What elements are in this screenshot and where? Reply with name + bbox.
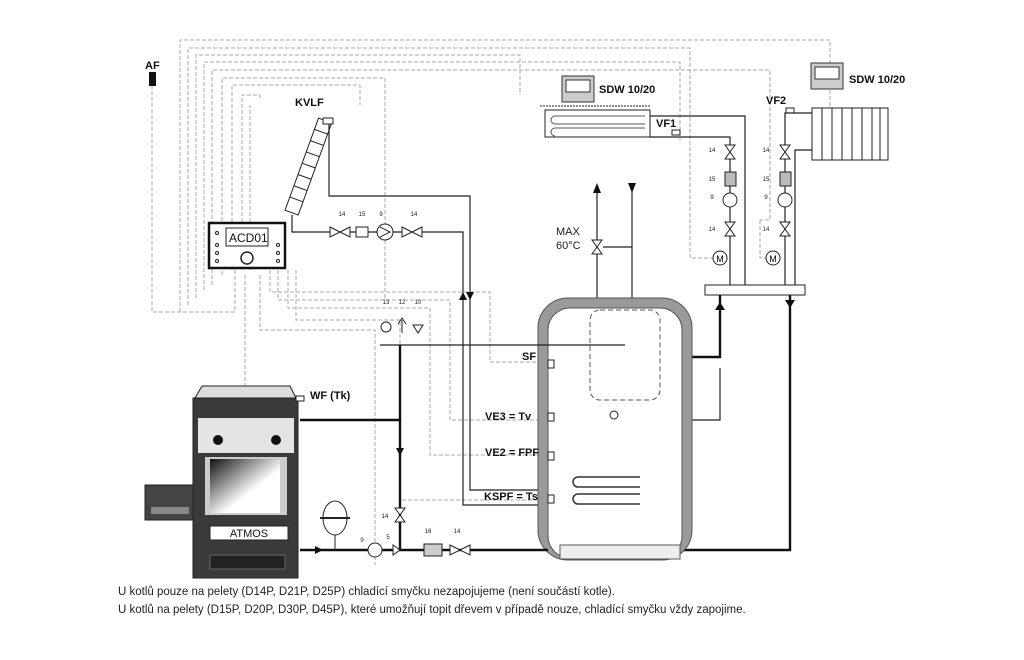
svg-text:M: M	[716, 254, 724, 264]
vf2-sensor-icon	[785, 107, 795, 114]
component-number: 14	[763, 227, 770, 233]
component-number: 15	[709, 177, 716, 183]
flow-arrow-icon	[715, 302, 725, 310]
boiler-pump-icon	[367, 542, 383, 558]
storage-tank	[537, 297, 693, 561]
three-way-valve-icon	[392, 544, 401, 556]
vf1-sensor-icon	[671, 129, 681, 136]
radiator-icon	[811, 107, 889, 161]
outdoor-sensor-icon	[149, 72, 156, 86]
kvlf-sensor-icon	[322, 117, 334, 125]
boiler-icon	[144, 385, 299, 579]
cold-water-arrow-icon	[628, 183, 636, 193]
boiler-return-valve-icon	[449, 544, 462, 556]
solar-pump-icon	[376, 223, 394, 241]
safety-group-icons	[380, 317, 424, 334]
kvlf-label: KVLF	[295, 97, 324, 109]
solar-flow-pipe	[291, 215, 550, 506]
max-temp-label-2: 60°C	[556, 240, 581, 252]
vf2-label: VF2	[766, 95, 786, 107]
component-number: 9	[710, 195, 714, 201]
component-number: 14	[382, 514, 389, 520]
component-number: 13	[383, 300, 390, 306]
kspf-sensor-icon	[547, 494, 555, 504]
room-unit-left-icon	[561, 75, 595, 103]
max-temp-label-1: MAX	[556, 226, 581, 238]
solar-collector-icon	[284, 117, 333, 216]
ve3-label: VE3 = Tv	[485, 411, 532, 423]
controller-label: ACD01	[229, 231, 268, 245]
distributor-header	[704, 284, 806, 296]
boiler-flow-pipe	[300, 418, 402, 550]
component-number: 9	[379, 212, 383, 218]
flow-arrow-icon	[785, 300, 795, 308]
ve2-label: VE2 = FPF	[485, 447, 539, 459]
controller-acd01[interactable]: ACD01	[207, 221, 287, 270]
boiler-brand-label: ATMOS	[230, 528, 268, 540]
component-number: 9	[764, 195, 768, 201]
flow-arrow-icon	[459, 292, 467, 300]
component-number: 9	[360, 538, 364, 544]
floor-circuit-components: M	[712, 144, 738, 266]
component-number: 15	[763, 177, 770, 183]
component-number: 14	[709, 148, 716, 154]
boiler-valve-icon	[394, 507, 406, 523]
wf-label: WF (Tk)	[310, 390, 351, 402]
room-unit-right-icon	[810, 62, 844, 90]
component-number: 15	[359, 212, 366, 218]
thermometer-icon	[609, 410, 619, 420]
wf-sensor-icon	[295, 395, 305, 402]
sf-label: SF	[522, 351, 536, 363]
hot-water-arrow-icon	[593, 183, 601, 193]
boiler-window	[210, 459, 280, 513]
vf1-label: VF1	[656, 118, 676, 130]
expansion-vessel-icon	[320, 500, 350, 550]
note-pellet-only: U kotlů pouze na pelety (D14P, D21P, D25…	[118, 586, 615, 598]
boiler-filter-icon	[423, 543, 443, 557]
radiator-return-pipe	[794, 149, 812, 285]
solar-valve-icon	[401, 226, 423, 238]
component-number: 14	[411, 212, 418, 218]
component-number: 12	[399, 300, 406, 306]
component-number: 14	[763, 148, 770, 154]
component-number: 5	[386, 535, 390, 541]
sdw-right-label: SDW 10/20	[849, 74, 905, 86]
dhw-pipes	[596, 185, 633, 300]
svg-text:M: M	[769, 254, 777, 264]
floor-heating-icon	[544, 109, 651, 138]
af-label: AF	[145, 60, 160, 72]
flow-arrow-icon	[315, 546, 323, 554]
kspf-label: KSPF = Ts	[484, 491, 538, 503]
solar-return-pipe	[328, 124, 550, 491]
mixing-valve-icon	[591, 239, 603, 255]
flow-arrow-icon	[466, 292, 474, 300]
flow-arrow-icon	[396, 448, 404, 456]
note-pellet-wood: U kotlů na pelety (D15P, D20P, D30P, D45…	[118, 604, 746, 616]
solar-valve-icon	[329, 226, 351, 238]
radiator-circuit-components: M	[765, 144, 793, 266]
component-number: 16	[425, 529, 432, 535]
ve3-sensor-icon	[547, 412, 555, 422]
ve2-sensor-icon	[547, 451, 555, 461]
sf-sensor-icon	[547, 359, 555, 369]
component-number: 14	[709, 227, 716, 233]
floor-return-pipe	[650, 115, 746, 287]
component-number: 14	[339, 212, 346, 218]
solar-filter-icon	[355, 226, 369, 238]
sdw-left-label: SDW 10/20	[599, 84, 655, 96]
component-number: 10	[415, 300, 422, 306]
component-number: 14	[454, 529, 461, 535]
